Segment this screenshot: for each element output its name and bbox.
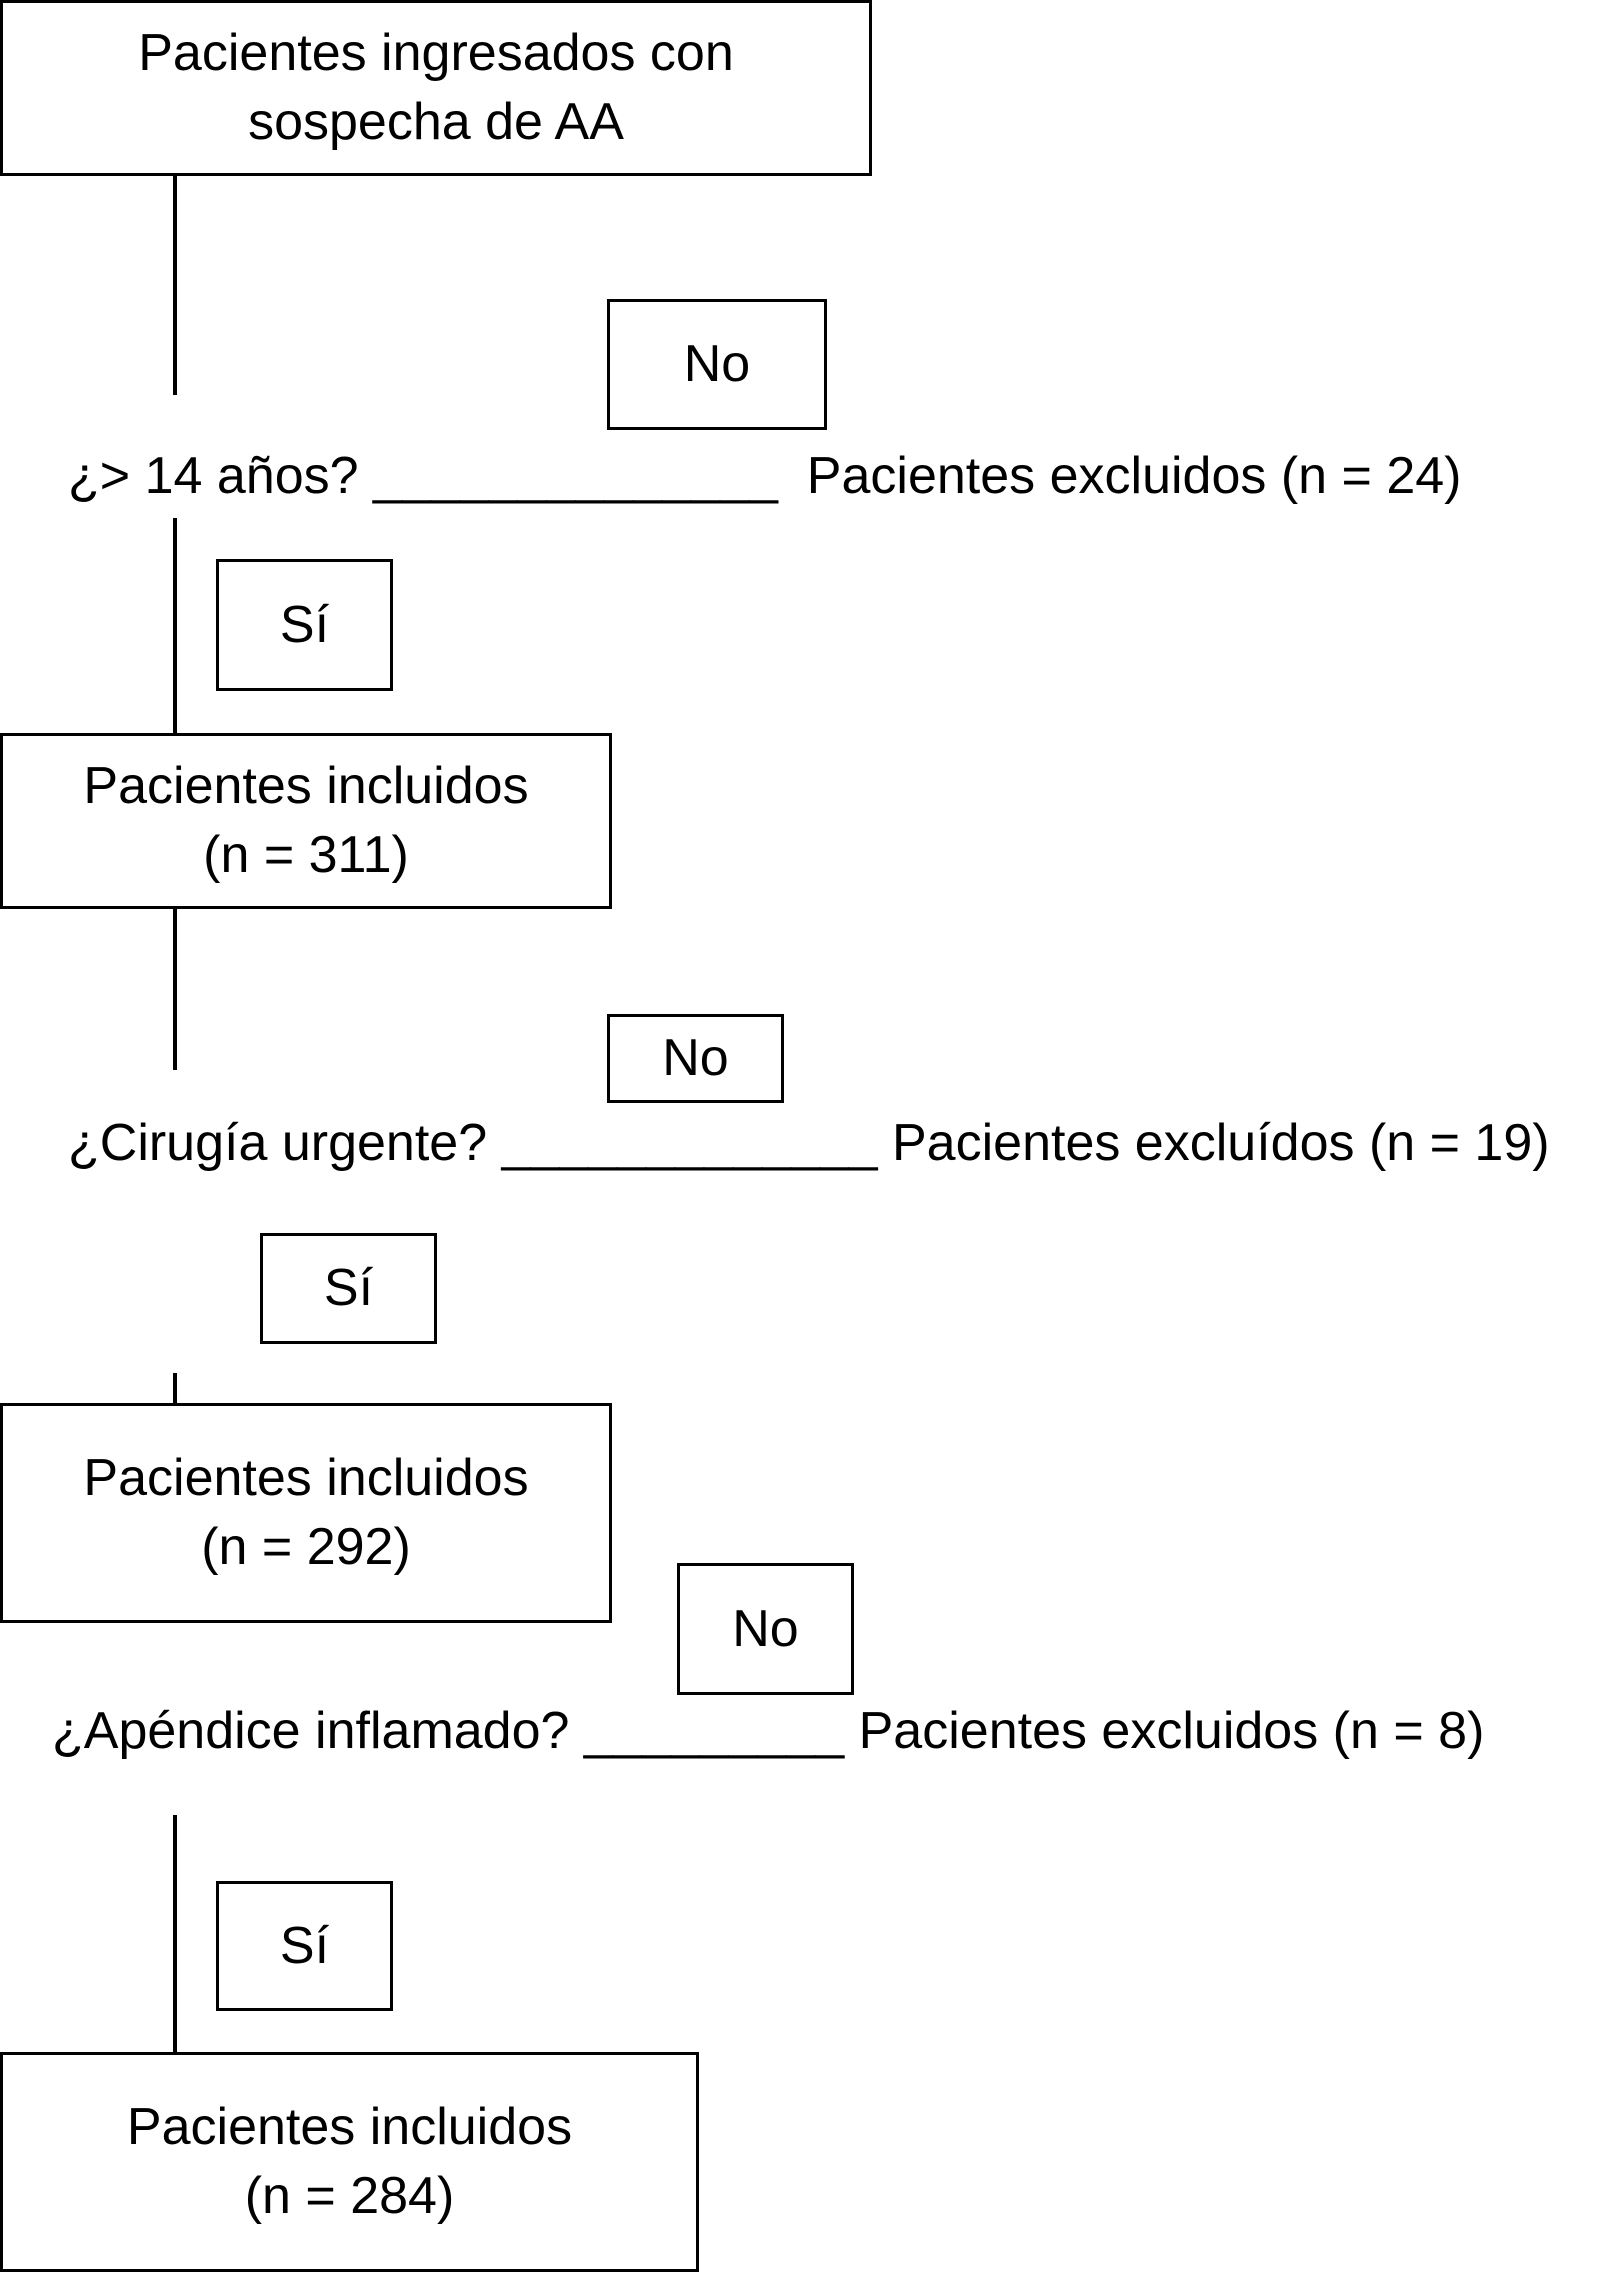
connector-q1-to-included1 [173, 518, 177, 735]
start-box-line2: sospecha de AA [248, 93, 624, 151]
yes-box-3: Sí [216, 1881, 393, 2011]
yes-label-2: Sí [323, 1259, 374, 1318]
question-1-blank: ______________ [373, 447, 778, 505]
included-box-3-line2: (n = 284) [244, 2167, 455, 2225]
connector-included1-to-q2 [173, 898, 177, 1070]
included-box-3: Pacientes incluidos (n = 284) [0, 2052, 699, 2272]
excluded-text-3: Pacientes excluidos (n = 8) [858, 1702, 1485, 1760]
question-1: ¿> 14 años? [68, 447, 359, 505]
no-box-2: No [607, 1014, 784, 1103]
no-label-1: No [683, 335, 751, 394]
included-box-3-line1: Pacientes incluidos [126, 2098, 573, 2157]
included-box-1-line2: (n = 311) [203, 826, 409, 884]
connector-start-to-q1 [173, 175, 177, 395]
excluded-text-1: Pacientes excluidos (n = 24) [806, 447, 1462, 505]
question-3-blank: _________ [583, 1702, 845, 1760]
question-2: ¿Cirugía urgente? [68, 1114, 488, 1172]
decision-line-1: ¿> 14 años? ______________ Pacientes exc… [68, 450, 1462, 502]
start-box-line1: Pacientes ingresados con [138, 24, 734, 83]
yes-box-1: Sí [216, 559, 393, 691]
included-box-1: Pacientes incluidos (n = 311) [0, 733, 612, 909]
start-box: Pacientes ingresados con sospecha de AA [0, 0, 872, 176]
decision-line-2: ¿Cirugía urgente? _____________ Paciente… [68, 1117, 1550, 1169]
included-box-2-line1: Pacientes incluidos [83, 1449, 529, 1508]
yes-box-2: Sí [260, 1233, 437, 1344]
yes-label-1: Sí [279, 595, 330, 654]
no-box-1: No [607, 299, 827, 430]
question-2-blank: _____________ [501, 1114, 878, 1172]
connector-q3-to-included3 [173, 1815, 177, 2055]
yes-label-3: Sí [279, 1916, 330, 1975]
decision-line-3: ¿Apéndice inflamado? _________ Pacientes… [52, 1705, 1484, 1757]
connector-q2-to-included2 [173, 1373, 177, 1403]
included-box-1-line1: Pacientes incluidos [83, 757, 529, 816]
excluded-text-2: Pacientes excluídos (n = 19) [892, 1114, 1550, 1172]
question-3: ¿Apéndice inflamado? [52, 1702, 570, 1760]
no-box-3: No [677, 1563, 854, 1695]
included-box-2-line2: (n = 292) [201, 1518, 411, 1576]
no-label-3: No [732, 1599, 799, 1658]
included-box-2: Pacientes incluidos (n = 292) [0, 1403, 612, 1623]
no-label-2: No [662, 1029, 729, 1088]
